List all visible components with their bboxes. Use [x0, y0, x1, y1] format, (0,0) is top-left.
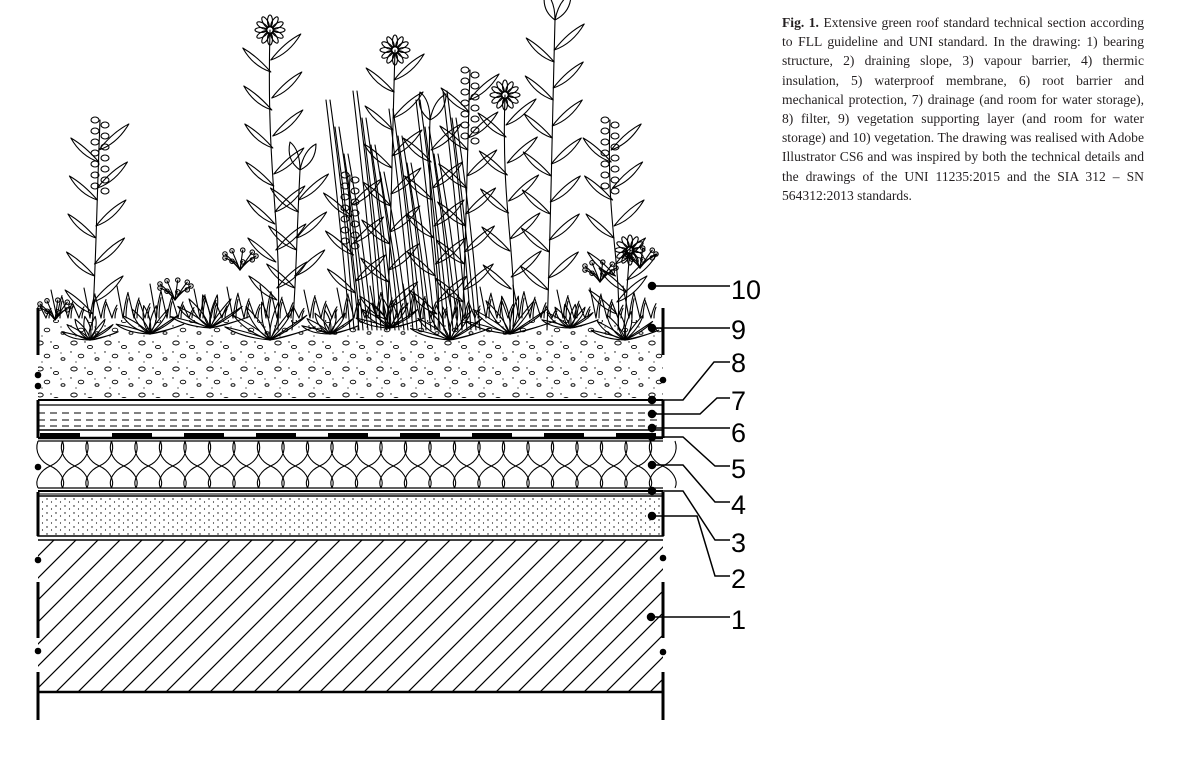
callout-2: 2 — [731, 564, 746, 594]
callout-9: 9 — [731, 315, 746, 345]
figure-caption: Fig. 1. Extensive green roof standard te… — [782, 13, 1144, 205]
layer-6-root-barrier — [40, 433, 656, 437]
callout-leaders — [646, 281, 730, 622]
callout-8: 8 — [731, 348, 746, 378]
layer-1-bearing-structure — [38, 540, 663, 692]
callout-5: 5 — [731, 454, 746, 484]
callout-1: 1 — [731, 605, 746, 635]
callout-4: 4 — [731, 490, 746, 520]
callout-10: 10 — [731, 275, 761, 305]
callout-7: 7 — [731, 386, 746, 416]
figure-label: Fig. 1. — [782, 15, 819, 30]
layer-7-drainage — [38, 404, 663, 427]
callout-6: 6 — [731, 418, 746, 448]
callout-3: 3 — [731, 528, 746, 558]
caption-text: Extensive green roof standard technical … — [782, 15, 1144, 203]
section-boundaries — [34, 308, 667, 720]
callout-numbers: 1 2 3 4 5 6 7 8 9 10 — [731, 275, 761, 635]
layer-10-vegetation — [37, 0, 660, 341]
layer-4-thermic-insulation — [36, 440, 677, 489]
green-roof-section-drawing: 1 2 3 4 5 6 7 8 9 10 — [34, 0, 761, 720]
layer-2-draining-slope — [37, 495, 664, 537]
